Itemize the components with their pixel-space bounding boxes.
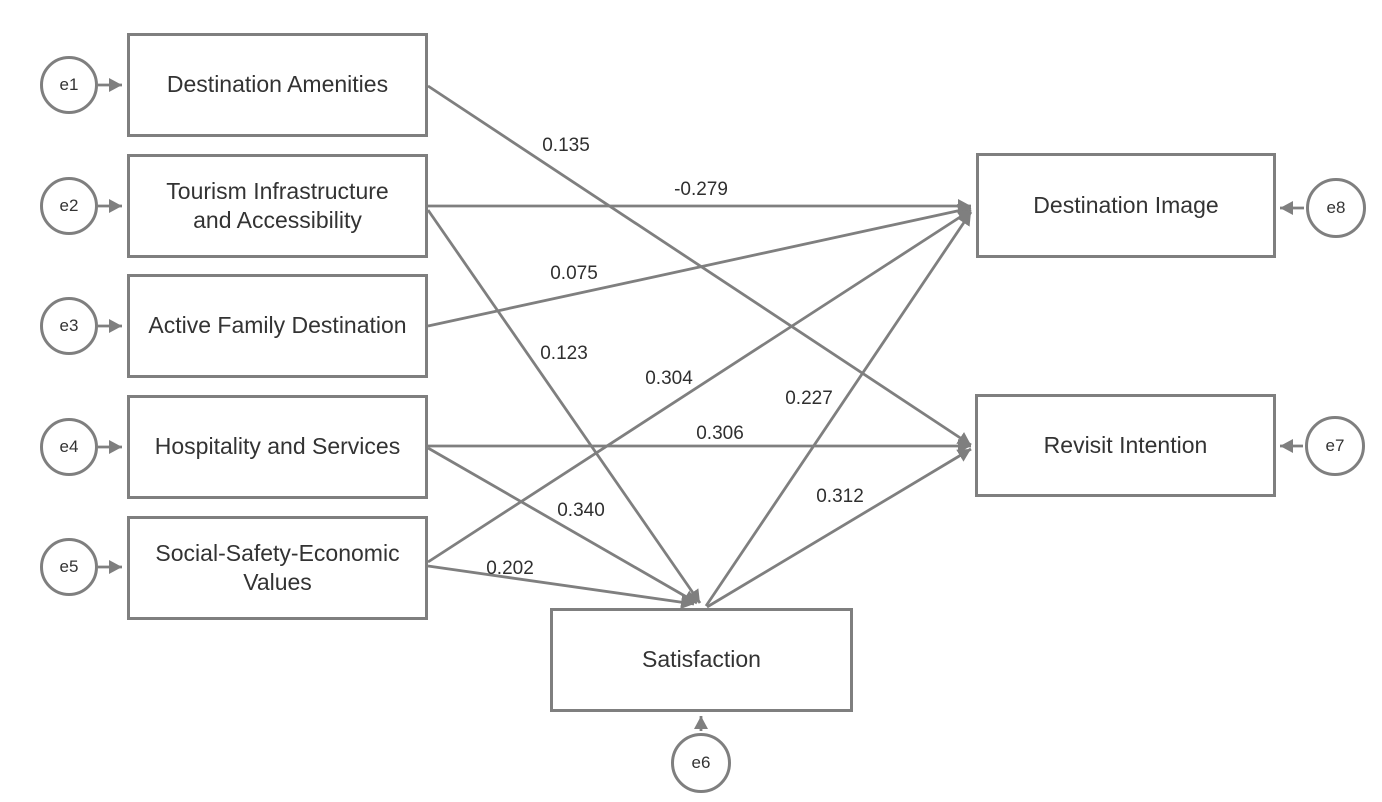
path-line-destination_amenities-to-revisit_intention — [427, 84, 972, 447]
node-active_family_destination: Active Family Destination — [127, 274, 428, 378]
path-line-hospitality_services-to-satisfaction — [427, 446, 698, 605]
error-term-e1: e1 — [40, 56, 98, 114]
path-line-satisfaction-to-destination_image — [704, 211, 973, 607]
path-coefficient-tourism_infrastructure-to-satisfaction: 0.123 — [540, 343, 588, 364]
path-coefficient-hospitality_services-to-revisit_intention: 0.306 — [696, 423, 744, 444]
path-line-social_safety_economic-to-satisfaction — [427, 564, 695, 610]
error-term-e6: e6 — [671, 733, 731, 793]
error-term-e8: e8 — [1306, 178, 1366, 238]
error-term-e3: e3 — [40, 297, 98, 355]
path-coefficient-satisfaction-to-revisit_intention: 0.312 — [816, 486, 864, 507]
diagram-edges — [98, 78, 1304, 731]
path-coefficient-social_safety_economic-to-satisfaction: 0.202 — [486, 558, 534, 579]
error-term-e4: e4 — [40, 418, 98, 476]
node-hospitality_services: Hospitality and Services — [127, 395, 428, 499]
path-coefficient-active_family_destination-to-destination_image: 0.075 — [550, 263, 598, 284]
node-destination_amenities: Destination Amenities — [127, 33, 428, 137]
node-destination_image: Destination Image — [976, 153, 1276, 258]
path-coefficient-tourism_infrastructure-to-destination_image: -0.279 — [674, 179, 728, 200]
error-term-e2: e2 — [40, 177, 98, 235]
node-tourism_infrastructure: Tourism Infrastructure and Accessibility — [127, 154, 428, 258]
path-line-tourism_infrastructure-to-satisfaction — [426, 209, 702, 604]
path-line-satisfaction-to-revisit_intention — [706, 447, 972, 609]
node-revisit_intention: Revisit Intention — [975, 394, 1276, 497]
error-term-e7: e7 — [1305, 416, 1365, 476]
node-social_safety_economic: Social-Safety-Economic Values — [127, 516, 428, 620]
path-coefficient-social_safety_economic-to-destination_image: 0.304 — [645, 368, 693, 389]
path-coefficient-satisfaction-to-destination_image: 0.227 — [785, 388, 833, 409]
path-line-social_safety_economic-to-destination_image — [427, 208, 972, 564]
error-term-e5: e5 — [40, 538, 98, 596]
path-coefficient-destination_amenities-to-revisit_intention: 0.135 — [542, 135, 590, 156]
path-coefficient-hospitality_services-to-satisfaction: 0.340 — [557, 500, 605, 521]
path-line-active_family_destination-to-destination_image — [427, 203, 972, 328]
node-satisfaction: Satisfaction — [550, 608, 853, 712]
